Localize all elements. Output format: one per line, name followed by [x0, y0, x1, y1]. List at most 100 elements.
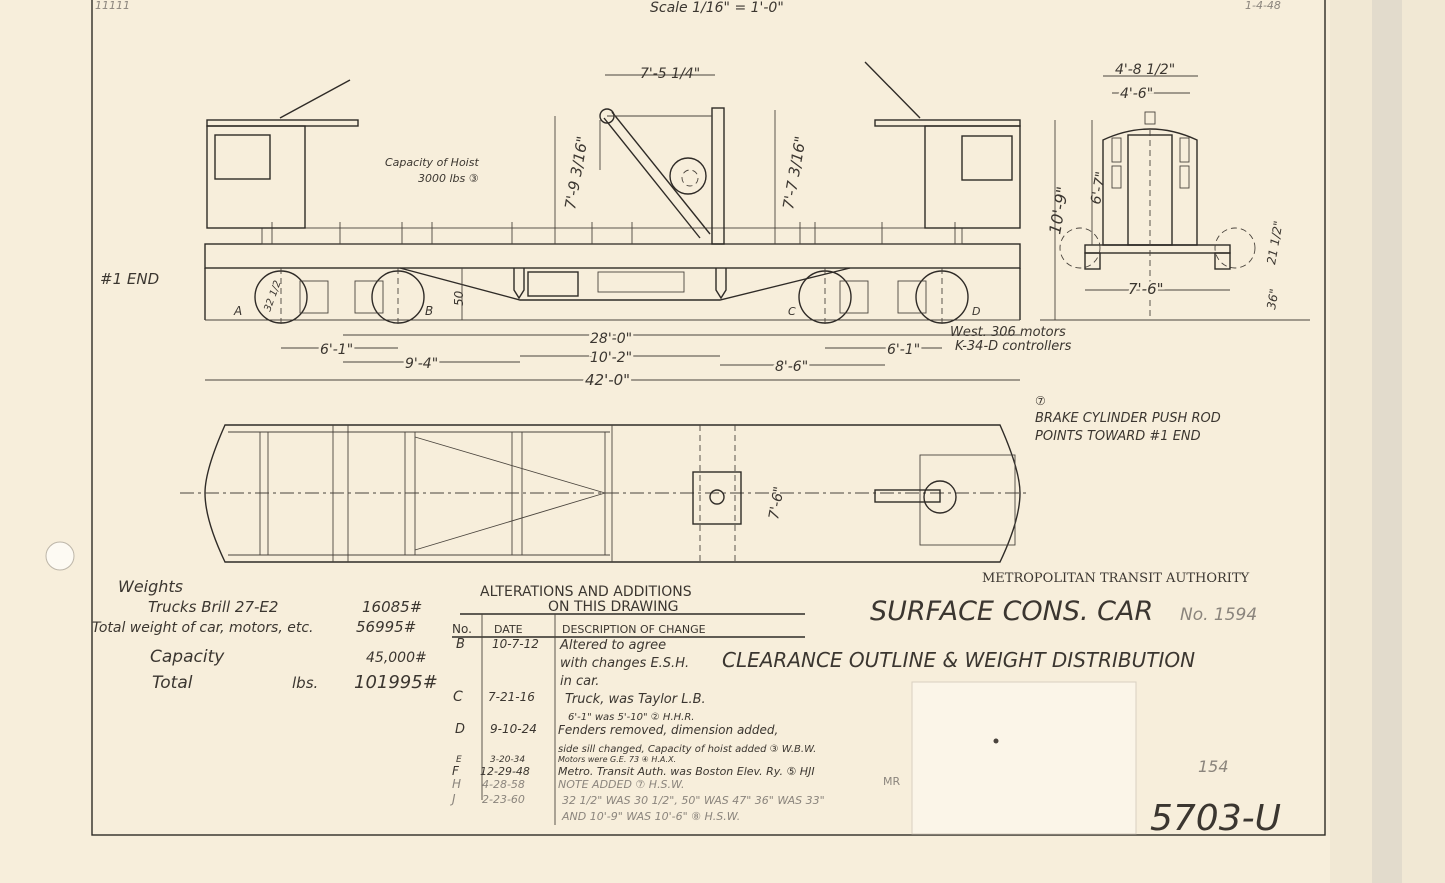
- row-date: 4-28-58: [482, 778, 525, 791]
- total-car-value: 56995#: [356, 618, 416, 636]
- hoist-capacity-value: 3000 lbs ③: [418, 172, 479, 185]
- trucks-value: 16085#: [362, 598, 422, 616]
- total-label: Total: [152, 673, 193, 693]
- row-no: C: [453, 689, 463, 705]
- note-line-2: POINTS TOWARD #1 END: [1035, 429, 1201, 444]
- hoist-crane: [599, 107, 725, 245]
- row-desc: Motors were G.E. 73 ④ H.A.X.: [558, 755, 676, 764]
- alteration-row-b: B 10-7-12 Altered to agree with changes …: [456, 637, 689, 689]
- row-date: 3-20-34: [490, 755, 525, 765]
- hoist-capacity-label: Capacity of Hoist: [385, 156, 479, 169]
- wheel-label-a: A: [233, 304, 242, 318]
- row-desc: Altered to agree: [559, 638, 666, 653]
- dim-6-7: 6'-7": [1088, 170, 1110, 205]
- row-desc: side sill changed, Capacity of hoist add…: [558, 744, 816, 755]
- weights-title: Weights: [118, 577, 183, 596]
- end-cab: [1102, 128, 1198, 246]
- row-desc: 6'-1" was 5'-10" ② H.H.R.: [568, 712, 694, 723]
- header-date: DATE: [494, 623, 523, 636]
- under-box: [527, 271, 579, 297]
- row-desc: 32 1/2" WAS 30 1/2", 50" WAS 47" 36" WAS…: [562, 794, 825, 807]
- left-cab: [206, 125, 306, 229]
- alteration-row-j: J 2-23-60 32 1/2" WAS 30 1/2", 50" WAS 4…: [450, 792, 825, 823]
- row-date: 7-21-16: [488, 690, 535, 704]
- dim-36: 36": [1264, 288, 1281, 311]
- row-date: 12-29-48: [480, 765, 530, 778]
- alteration-row-h: H 4-28-58 NOTE ADDED ⑦ H.S.W.: [452, 777, 685, 791]
- row-no: F: [452, 764, 460, 778]
- row-no: J: [450, 792, 456, 806]
- row-date: 10-7-12: [492, 637, 539, 651]
- dim-6-1-right: 6'-1": [887, 342, 920, 358]
- row-no: B: [456, 637, 465, 652]
- row-desc: in car.: [560, 674, 599, 689]
- end-label: #1 END: [100, 270, 159, 288]
- note-line-1: BRAKE CYLINDER PUSH ROD: [1035, 411, 1221, 426]
- dim-6-1-left: 6'-1": [320, 342, 353, 358]
- wheel-label-d: D: [972, 305, 980, 318]
- wheel-b: [371, 268, 425, 326]
- label-patch: [911, 681, 1137, 835]
- controllers-note: K-34-D controllers: [955, 339, 1072, 354]
- left-trolley-pole: [279, 79, 351, 119]
- wheel-label-b: B: [425, 304, 433, 318]
- right-cab-window: [961, 135, 1013, 181]
- right-trolley-pole: [864, 61, 921, 119]
- row-desc: AND 10'-9" WAS 10'-6" ⑧ H.S.W.: [561, 810, 740, 823]
- alterations-title-1: ALTERATIONS AND ADDITIONS: [480, 584, 692, 600]
- binder-hole: [45, 541, 75, 571]
- wheel-d: [915, 268, 969, 326]
- scale-text: Scale 1/16" = 1'-0": [650, 0, 784, 16]
- total-car-label: Total weight of car, motors, etc.: [92, 620, 314, 636]
- left-cab-window: [214, 134, 271, 180]
- authority-stamp: METROPOLITAN TRANSIT AUTHORITY: [982, 571, 1250, 586]
- alterations-table: ALTERATIONS AND ADDITIONS ON THIS DRAWIN…: [450, 584, 900, 825]
- end-view: [1040, 75, 1310, 321]
- side-elevation: [204, 61, 1021, 381]
- wheel-label-c: C: [788, 305, 796, 318]
- title-block: METROPOLITAN TRANSIT AUTHORITY SURFACE C…: [722, 571, 1281, 839]
- weights-block: Weights Trucks Brill 27-E2 16085# Total …: [92, 577, 438, 693]
- dim-4-6: 4'-6": [1120, 86, 1153, 102]
- paper-fold-shadow: [1372, 0, 1402, 883]
- dim-42: 42'-0": [585, 371, 630, 389]
- total-unit: lbs.: [292, 674, 318, 692]
- alteration-row-c: C 7-21-16 Truck, was Taylor L.B. 6'-1" w…: [453, 689, 706, 723]
- trucks-label: Trucks Brill 27-E2: [148, 598, 278, 616]
- drawing-number: 5703-U: [1150, 798, 1281, 839]
- initials: MR: [883, 775, 900, 788]
- note-marker: ⑦: [1035, 394, 1046, 408]
- alteration-row-e: E 3-20-34 Motors were G.E. 73 ④ H.A.X.: [456, 755, 676, 765]
- pencil-note: 154: [1198, 757, 1229, 776]
- dim-4-8: 4'-8 1/2": [1115, 62, 1175, 78]
- dim-9-4: 9'-4": [405, 356, 438, 372]
- row-no: H: [452, 777, 461, 791]
- dim-7-6-end: 7'-6": [1128, 280, 1164, 298]
- total-value: 101995#: [354, 672, 438, 693]
- capacity-value: 45,000#: [366, 650, 427, 666]
- wheel-a: [254, 268, 308, 326]
- row-no: E: [456, 755, 462, 765]
- motors-note: West. 306 motors: [950, 325, 1066, 340]
- drawing-subtitle: CLEARANCE OUTLINE & WEIGHT DISTRIBUTION: [722, 648, 1195, 672]
- truss-rod: [399, 267, 851, 301]
- right-cab: [924, 125, 1021, 229]
- brake-cylinder: [597, 271, 685, 293]
- corner-left-text: 11111: [95, 0, 130, 12]
- wheel-c: [798, 268, 852, 326]
- row-desc: Fenders removed, dimension added,: [558, 723, 778, 737]
- drawing-title: SURFACE CONS. CAR: [870, 596, 1153, 627]
- row-no: D: [455, 722, 465, 737]
- alteration-row-d: D 9-10-24 Fenders removed, dimension add…: [455, 722, 816, 755]
- header-description: DESCRIPTION OF CHANGE: [562, 623, 706, 636]
- dim-7-6-plan: 7'-6": [766, 485, 788, 520]
- row-date: 9-10-24: [490, 722, 537, 736]
- dim-boom: 7'-5 1/4": [640, 66, 700, 82]
- drawing-border: [91, 0, 1326, 836]
- row-desc: with changes E.S.H.: [560, 656, 689, 671]
- header-no: No.: [452, 622, 472, 636]
- corner-right-text: 1-4-48: [1245, 0, 1281, 12]
- row-desc: Metro. Transit Auth. was Boston Elev. Ry…: [558, 765, 815, 778]
- row-desc: NOTE ADDED ⑦ H.S.W.: [558, 778, 685, 791]
